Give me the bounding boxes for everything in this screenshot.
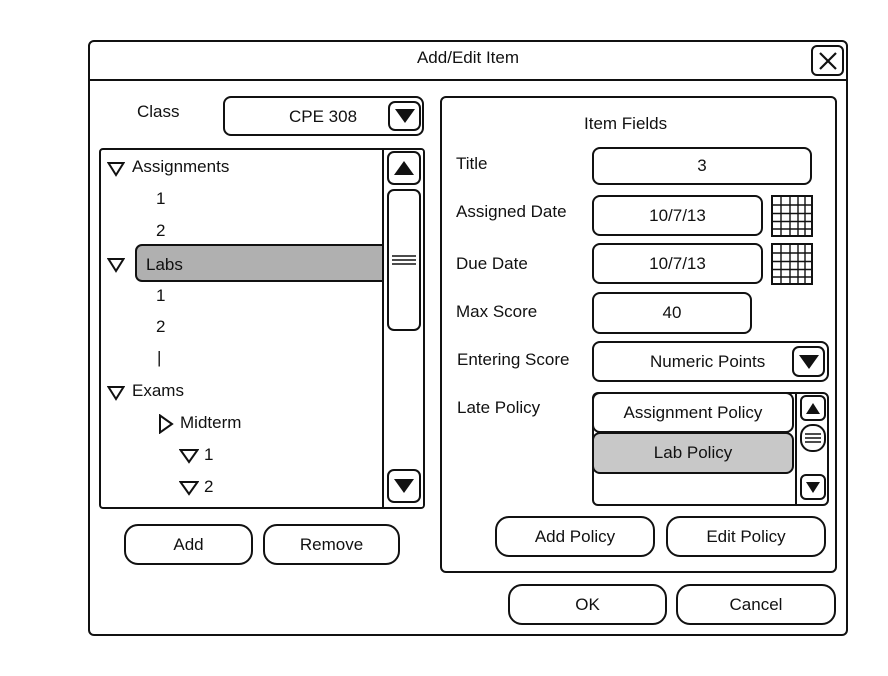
expand-triangle-icon[interactable] <box>107 161 125 177</box>
title-divider <box>89 79 847 81</box>
arrow-down-icon <box>394 479 414 493</box>
late-policy-scrollbar[interactable] <box>795 392 829 506</box>
close-button[interactable] <box>811 45 844 76</box>
cancel-button[interactable]: Cancel <box>676 584 836 625</box>
tree-node-labs[interactable]: Labs <box>146 255 183 274</box>
tree-node-midterm[interactable]: Midterm <box>180 413 242 432</box>
chevron-down-icon <box>798 354 819 369</box>
scroll-down-button[interactable] <box>800 474 826 500</box>
tree-node-assignments[interactable]: Assignments <box>132 157 230 176</box>
late-policy-item-label: Lab Policy <box>653 443 733 462</box>
arrow-down-icon <box>806 481 820 493</box>
assigned-date-field[interactable]: 10/7/13 <box>592 195 763 236</box>
calendar-icon[interactable] <box>771 195 813 237</box>
text-cursor: | <box>157 348 162 367</box>
tree-node-lab-2[interactable]: 2 <box>156 317 166 336</box>
scroll-down-button[interactable] <box>387 469 421 503</box>
tree-node-lab-1[interactable]: 1 <box>156 286 166 305</box>
expand-triangle-icon[interactable] <box>107 385 125 401</box>
tree-node-assignment-1[interactable]: 1 <box>156 189 166 208</box>
late-policy-list[interactable]: Assignment Policy Lab Policy <box>592 392 829 506</box>
max-score-field[interactable]: 40 <box>592 292 752 334</box>
class-select-value: CPE 308 <box>289 107 358 126</box>
class-select[interactable]: CPE 308 <box>223 96 424 136</box>
edit-policy-button[interactable]: Edit Policy <box>666 516 826 557</box>
calendar-icon[interactable] <box>771 243 813 285</box>
class-dropdown-button[interactable] <box>388 101 421 131</box>
scroll-up-button[interactable] <box>800 395 826 421</box>
close-icon <box>818 51 837 70</box>
due-date-value: 10/7/13 <box>649 253 706 273</box>
assigned-date-label: Assigned Date <box>456 202 567 221</box>
entering-score-select[interactable]: Numeric Points <box>592 341 829 382</box>
ok-button-label: OK <box>575 594 600 614</box>
late-policy-item[interactable]: Assignment Policy <box>592 392 794 433</box>
max-score-value: 40 <box>662 303 682 322</box>
item-fields-heading: Item Fields <box>584 114 668 133</box>
tree-node-assignment-2[interactable]: 2 <box>156 221 166 240</box>
scroll-thumb[interactable] <box>800 424 826 452</box>
arrow-up-icon <box>806 402 820 414</box>
add-button-label: Add <box>173 534 204 554</box>
due-date-field[interactable]: 10/7/13 <box>592 243 763 284</box>
entering-score-label: Entering Score <box>457 350 570 369</box>
max-score-label: Max Score <box>456 302 538 321</box>
late-policy-label: Late Policy <box>457 398 541 417</box>
add-policy-button-label: Add Policy <box>534 526 616 546</box>
cancel-button-label: Cancel <box>729 594 783 614</box>
add-policy-button[interactable]: Add Policy <box>495 516 655 557</box>
class-label: Class <box>137 102 180 121</box>
expand-triangle-icon[interactable] <box>179 480 199 496</box>
dialog-title: Add/Edit Item <box>416 48 520 67</box>
item-tree[interactable]: Assignments 1 2 Labs 1 2 | Exams Midterm… <box>99 148 425 509</box>
entering-score-dropdown-button[interactable] <box>792 346 825 377</box>
remove-button[interactable]: Remove <box>263 524 400 565</box>
tree-node-midterm-2[interactable]: 2 <box>204 477 214 496</box>
chevron-down-icon <box>394 109 415 123</box>
add-button[interactable]: Add <box>124 524 253 565</box>
assigned-date-value: 10/7/13 <box>649 205 706 225</box>
collapsed-triangle-icon[interactable] <box>158 414 174 434</box>
due-date-label: Due Date <box>456 254 528 273</box>
late-policy-item-label: Assignment Policy <box>623 402 763 422</box>
remove-button-label: Remove <box>299 534 364 554</box>
title-field-value: 3 <box>697 156 707 175</box>
edit-policy-button-label: Edit Policy <box>706 526 786 546</box>
expand-triangle-icon[interactable] <box>179 448 199 464</box>
ok-button[interactable]: OK <box>508 584 667 625</box>
late-policy-item-selected[interactable]: Lab Policy <box>592 432 794 474</box>
tree-node-labs-selected[interactable] <box>135 244 395 282</box>
expand-triangle-icon[interactable] <box>107 257 125 273</box>
grip-icon <box>805 433 821 443</box>
title-field[interactable]: 3 <box>592 147 812 185</box>
title-label: Title <box>456 154 488 173</box>
tree-node-midterm-1[interactable]: 1 <box>204 445 214 464</box>
arrow-up-icon <box>394 161 414 175</box>
tree-scrollbar[interactable] <box>382 150 423 507</box>
grip-icon <box>392 255 416 265</box>
entering-score-value: Numeric Points <box>650 352 766 371</box>
scroll-thumb[interactable] <box>387 189 421 331</box>
scroll-up-button[interactable] <box>387 151 421 185</box>
tree-node-exams[interactable]: Exams <box>132 381 184 400</box>
